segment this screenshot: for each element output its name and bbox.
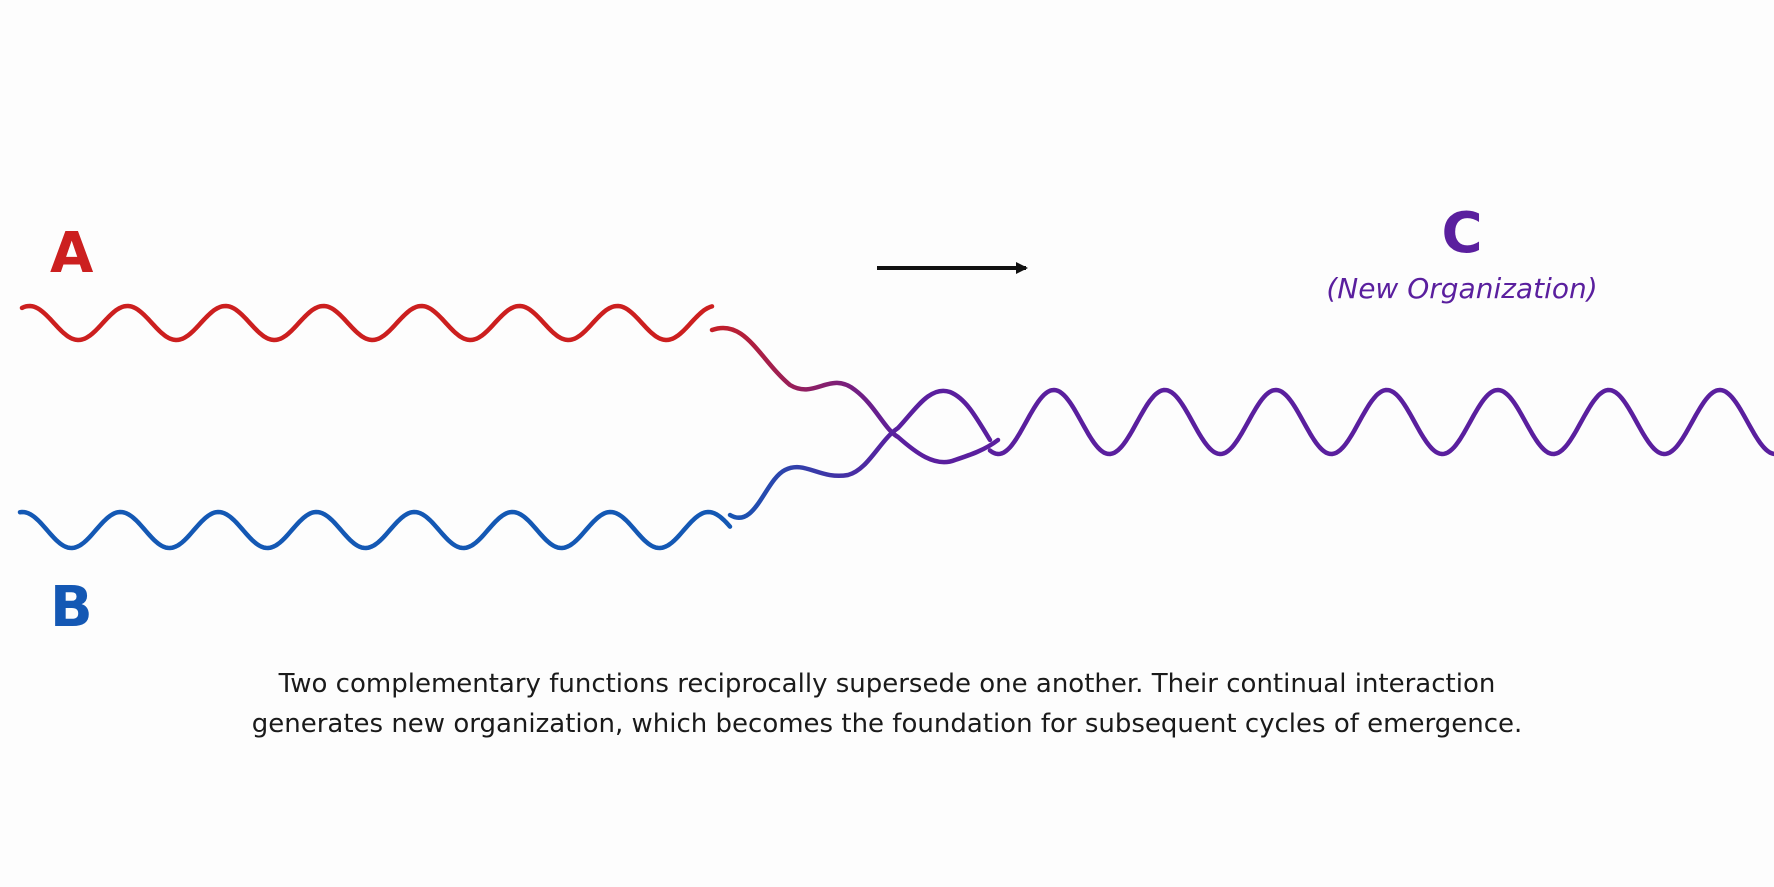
wave-b-line	[17, 509, 733, 551]
label-a: A	[50, 221, 94, 286]
wave-c-line	[987, 387, 1774, 457]
label-c-subtitle: (New Organization)	[1326, 272, 1597, 305]
label-b: B	[50, 575, 93, 640]
caption-line-2: generates new organization, which become…	[251, 709, 1523, 739]
wave-a-line	[19, 303, 715, 343]
diagram-caption: Two complementary functions reciprocally…	[137, 664, 1637, 744]
wave-b-merge-line	[727, 388, 993, 520]
wave-a-merge-line	[709, 325, 1001, 465]
label-c: C	[1441, 201, 1482, 266]
caption-line-1: Two complementary functions reciprocally…	[278, 669, 1496, 699]
